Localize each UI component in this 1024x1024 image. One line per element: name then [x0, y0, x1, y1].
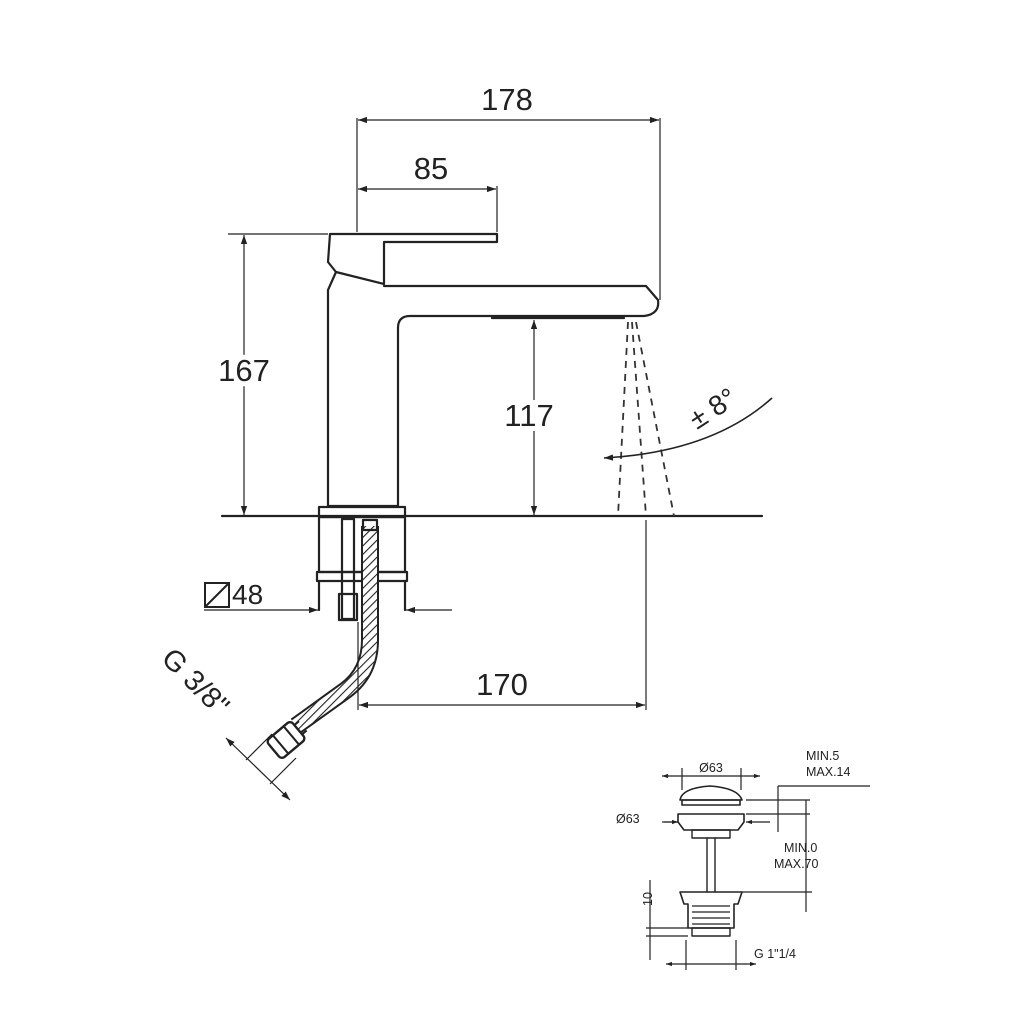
dimension-height: 167	[213, 233, 328, 515]
drain-detail: Ø63 Ø63 MIN.5 MAX.14 MIN.0 MAX.70 10 G 1…	[616, 749, 870, 970]
handle-lever	[326, 232, 499, 286]
dimension-reach: 170	[357, 520, 647, 710]
drain-body-offset-label: 10	[641, 892, 655, 906]
faucet-body	[220, 232, 764, 622]
dim-167-label: 167	[218, 353, 270, 388]
dim-117-label: 117	[504, 398, 553, 433]
drain-cap-diameter-label: Ø63	[699, 761, 723, 775]
diameter-symbol-icon	[204, 582, 230, 608]
dim-48-label: 48	[232, 579, 263, 610]
threaded-rod	[340, 517, 356, 621]
dim-178-label: 178	[481, 82, 533, 117]
dimension-base-diameter: 48	[204, 579, 452, 614]
spout-body	[326, 270, 660, 508]
dimension-handle-length: 85	[358, 151, 498, 232]
dim-170-label: 170	[476, 667, 528, 702]
connection-label: G 3/8"	[155, 642, 235, 722]
dimension-spout-clearance: 117	[499, 320, 559, 515]
drain-cap-max-label: MAX.14	[806, 765, 851, 779]
drain-cap	[679, 785, 743, 801]
drain-basin-max-label: MAX.70	[774, 857, 819, 871]
drain-flange-diameter-label: Ø63	[616, 812, 640, 826]
drain-body	[679, 891, 743, 929]
dim-85-label: 85	[414, 151, 448, 186]
drain-cap-min-label: MIN.5	[806, 749, 839, 763]
drain-flange	[677, 813, 745, 831]
flexible-hose	[266, 518, 379, 760]
drain-basin-min-label: MIN.0	[784, 841, 817, 855]
water-stream	[617, 321, 675, 517]
swivel-angle-label: ± 8°	[683, 382, 742, 435]
dimension-total-length: 178	[356, 82, 661, 300]
dimension-connection: G 3/8"	[155, 642, 297, 801]
swivel-angle: ± 8°	[603, 382, 773, 461]
drain-thread-label: G 1"1/4	[754, 947, 796, 961]
